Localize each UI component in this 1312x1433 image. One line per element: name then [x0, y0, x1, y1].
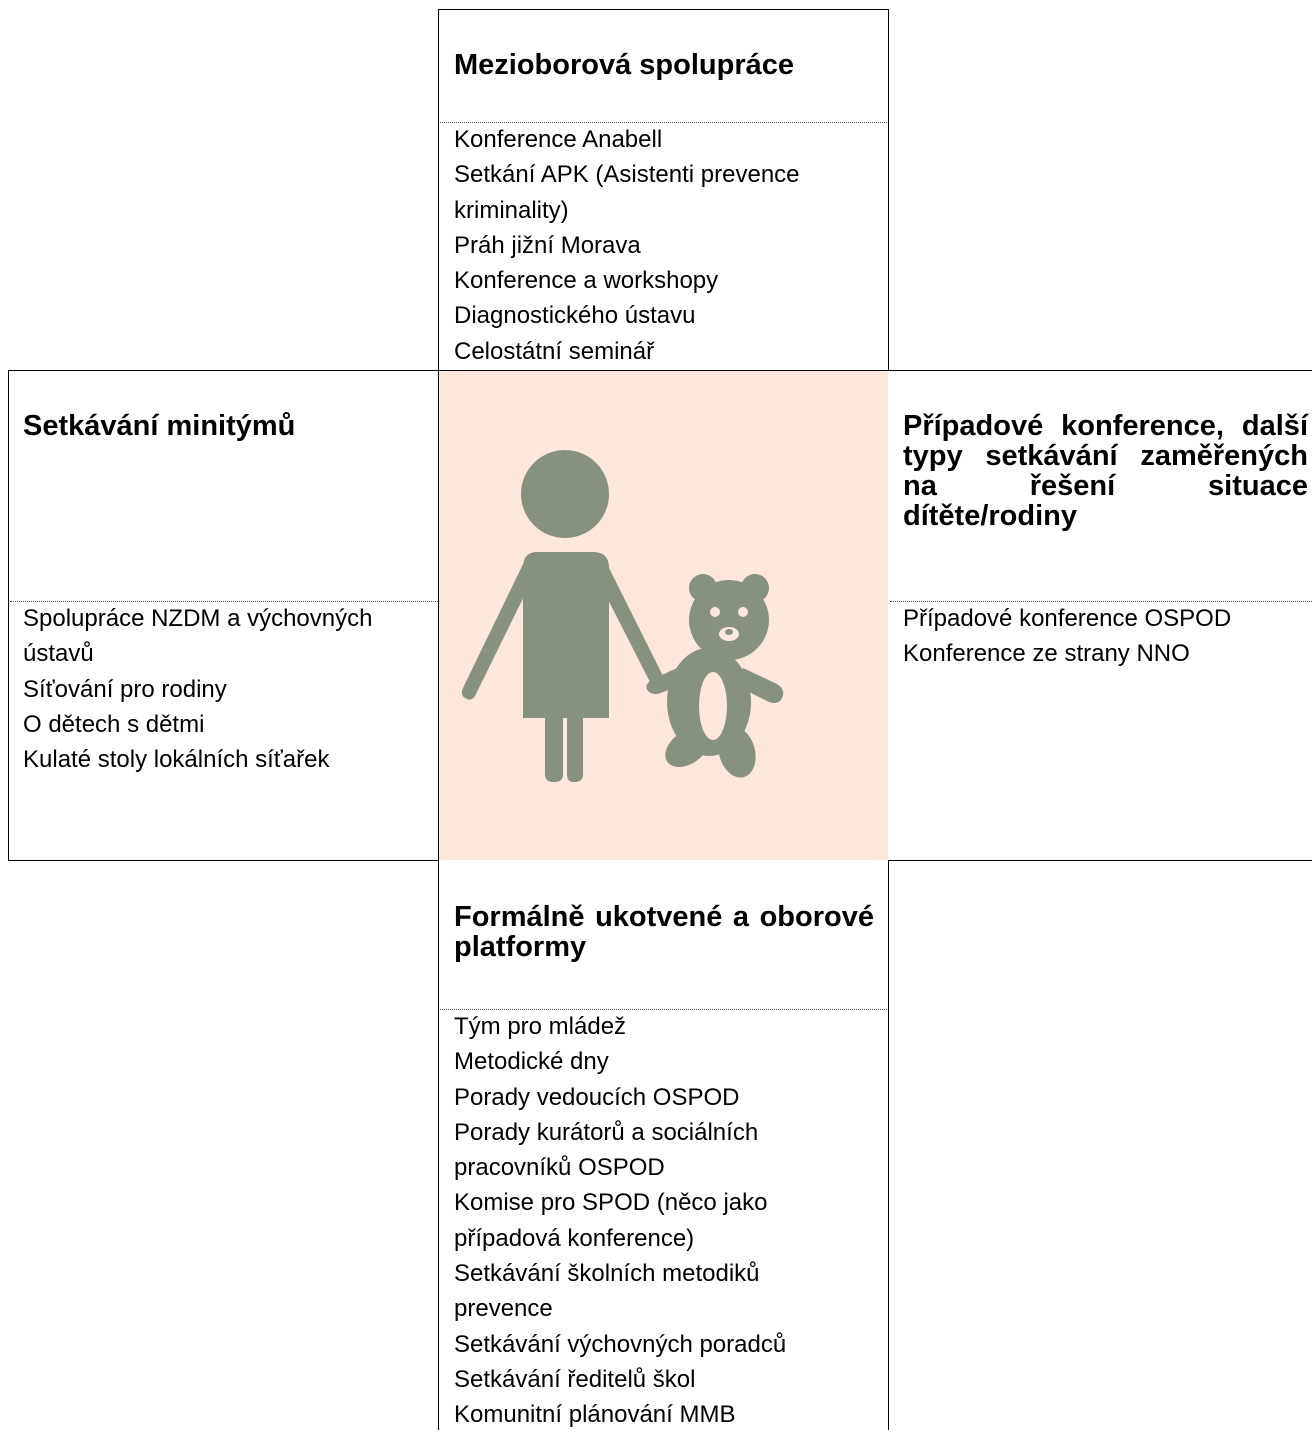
bear-left-arm	[646, 668, 685, 694]
bear-left-leg	[665, 728, 709, 768]
bear-right-arm	[737, 668, 784, 703]
adult-left-arm	[461, 560, 535, 700]
adult-head	[521, 450, 609, 538]
list-item: Komunitní plánování MMB	[454, 1401, 736, 1429]
list-item: Kulaté stoly lokálních síťařek	[23, 746, 330, 774]
list-item: O dětech s dětmi	[23, 710, 205, 738]
bottom-box	[438, 860, 889, 1430]
list-item: Tým pro mládež	[454, 1013, 627, 1040]
top-box	[438, 9, 889, 371]
list-item: Celostátní seminář	[454, 337, 655, 365]
list-item: Setkávání ředitelů škol	[454, 1365, 696, 1393]
right-box	[888, 370, 1312, 861]
bear-belly	[699, 672, 727, 740]
left-divider	[10, 601, 438, 602]
list-item: Případové konference OSPOD	[903, 605, 1232, 632]
right-heading: Případové konference, další typy setkává…	[903, 410, 1308, 532]
list-item: Porady vedoucích OSPOD	[454, 1083, 740, 1111]
list-item: Setkávání výchovných poradců	[454, 1330, 787, 1358]
adult-right-arm	[595, 560, 665, 688]
list-item: ústavů	[23, 640, 94, 668]
list-item: Konference ze strany NNO	[903, 640, 1190, 668]
list-item: Komise pro SPOD (něco jako	[454, 1189, 768, 1217]
bear-right-eye	[738, 607, 748, 617]
bear-nose	[725, 629, 733, 635]
list-item: Porady kurátorů a sociálních	[454, 1118, 759, 1146]
list-item: Metodické dny	[454, 1048, 609, 1076]
bear-left-eye	[710, 607, 720, 617]
top-heading: Mezioborová spolupráce	[454, 49, 795, 81]
list-item: případová konference)	[454, 1224, 695, 1252]
list-item: kriminality)	[454, 196, 569, 224]
list-item: Diagnostického ústavu	[454, 302, 696, 330]
list-item: Setkávání školních metodiků	[454, 1260, 760, 1288]
adult-body	[523, 552, 609, 782]
list-item: pracovníků OSPOD	[454, 1154, 665, 1182]
bottom-heading: Formálně ukotvené a oborové platformy	[454, 901, 874, 963]
adult-with-child-teddy-bear-icon	[461, 450, 784, 782]
left-heading: Setkávání minitýmů	[23, 410, 296, 442]
top-divider	[440, 122, 887, 123]
list-item: prevence	[454, 1295, 553, 1323]
left-box	[8, 370, 439, 861]
bottom-divider	[440, 1009, 887, 1010]
list-item: Spolupráce NZDM a výchovných	[23, 605, 373, 632]
list-item: Setkání APK (Asistenti prevence	[454, 161, 800, 189]
right-item-list: Případové konference OSPOD Konference ze …	[903, 601, 1308, 672]
list-item: Síťování pro rodiny	[23, 675, 227, 703]
bear-head	[689, 580, 769, 660]
bear-right-leg	[718, 726, 756, 778]
list-item: Konference a workshopy	[454, 267, 719, 295]
right-divider	[890, 601, 1312, 602]
bear-face	[699, 607, 748, 740]
list-item: Konference Anabell	[454, 126, 663, 153]
list-item: Práh jižní Morava	[454, 231, 641, 259]
